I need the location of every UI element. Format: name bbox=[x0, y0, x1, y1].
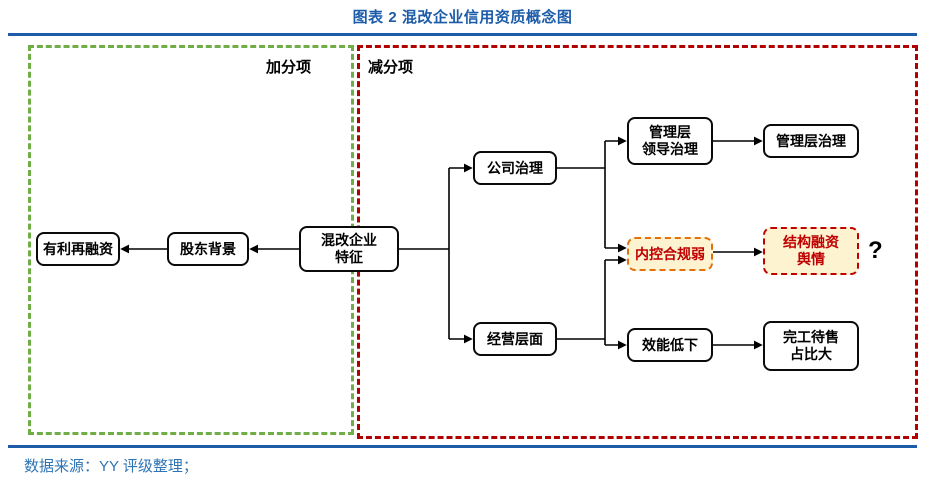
node-structured-finance-sentiment: 结构融资 舆情 bbox=[763, 227, 859, 275]
node-mixed-reform-features: 混改企业 特征 bbox=[299, 226, 399, 272]
top-divider bbox=[8, 33, 917, 36]
data-source-note: 数据来源：YY 评级整理； bbox=[24, 458, 198, 475]
node-low-efficiency: 效能低下 bbox=[627, 328, 713, 362]
node-management-leadership: 管理层 领导治理 bbox=[627, 117, 713, 165]
node-management-governance: 管理层治理 bbox=[763, 124, 859, 158]
node-operation-level: 经营层面 bbox=[473, 322, 557, 356]
node-corporate-governance: 公司治理 bbox=[473, 151, 557, 185]
node-favorable-refinancing: 有利再融资 bbox=[36, 232, 120, 266]
plus-region-label: 加分项 bbox=[266, 59, 312, 76]
figure-title: 图表 2 混改企业信用资质概念图 bbox=[352, 9, 573, 26]
node-weak-internal-control: 内控合规弱 bbox=[627, 237, 713, 271]
minus-region-label: 减分项 bbox=[368, 59, 414, 76]
node-shareholder-background: 股东背景 bbox=[167, 232, 249, 266]
bottom-divider bbox=[8, 445, 917, 448]
question-mark: ? bbox=[868, 237, 883, 264]
node-completed-unsold: 完工待售 占比大 bbox=[763, 321, 859, 371]
